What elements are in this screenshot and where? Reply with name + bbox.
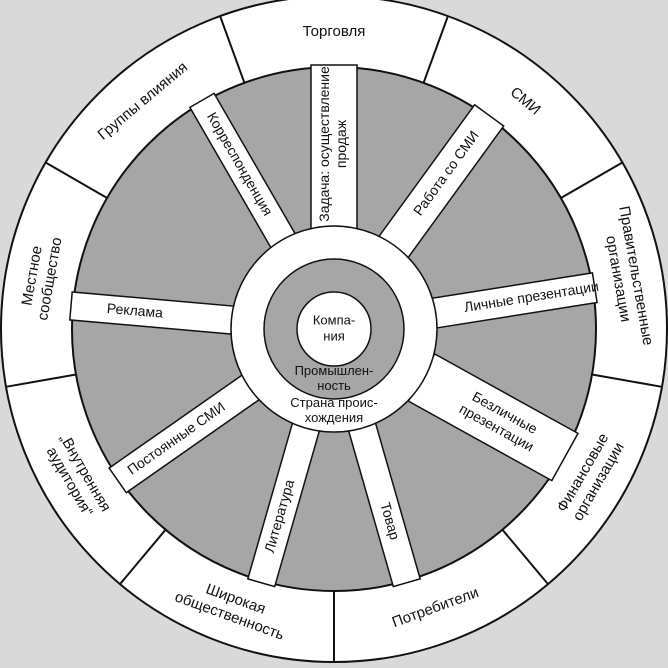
- spoke-label-7-line: Реклама: [106, 300, 164, 321]
- country-label-line: хождения: [305, 410, 363, 425]
- outer-divider-6: [119, 529, 167, 585]
- spoke-label-7: Реклама: [106, 300, 164, 321]
- outer-ring-dividers: [5, 15, 663, 662]
- outer-label-0-line: Торговля: [303, 23, 366, 40]
- outer-divider-1: [422, 15, 449, 84]
- outer-divider-3: [591, 373, 663, 388]
- center-label: Компа-ния: [313, 312, 355, 343]
- outer-divider-0: [219, 15, 246, 84]
- outer-divider-8: [45, 161, 108, 199]
- outer-divider-7: [5, 373, 77, 388]
- outer-divider-2: [560, 161, 623, 199]
- spoke-label-0-line: Задача: осуществление: [316, 66, 332, 222]
- industry-label: Промышлен-ность: [295, 363, 374, 393]
- company-center: [296, 291, 372, 367]
- spoke-bands: [68, 64, 598, 588]
- outer-label-0: Торговля: [303, 23, 366, 40]
- industry-label-line: ность: [317, 378, 351, 393]
- center-label-line: ния: [323, 328, 344, 343]
- country-label-line: Страна проис-: [290, 395, 377, 410]
- industry-label-line: Промышлен-: [295, 363, 374, 378]
- country-label: Страна проис-хождения: [290, 395, 377, 425]
- spoke-label-0-line: продаж: [333, 119, 349, 168]
- center-label-line: Компа-: [313, 312, 355, 327]
- outer-divider-4: [501, 529, 549, 585]
